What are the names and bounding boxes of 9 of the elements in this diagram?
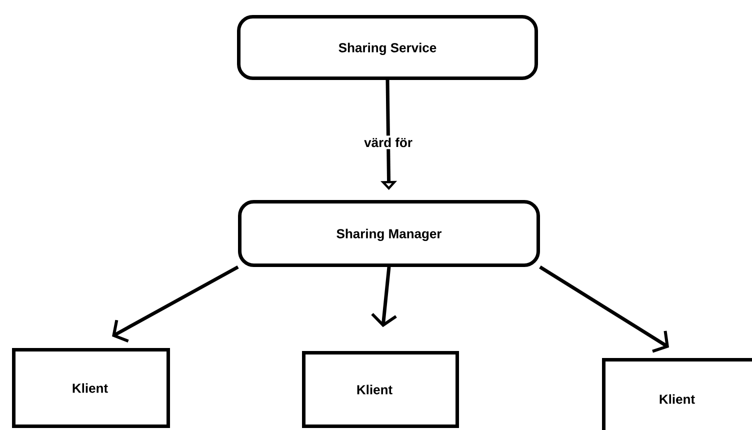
arrow: [371, 266, 397, 328]
client-box: Klient: [12, 348, 170, 428]
client-box: Klient: [602, 358, 752, 430]
arrow: [539, 266, 670, 353]
client-box: Klient: [302, 350, 459, 428]
rounded-box: Sharing Service: [237, 14, 538, 80]
rounded-box: Sharing Manager: [238, 200, 540, 267]
arrow: [112, 265, 239, 343]
edge-label: värd för: [362, 136, 414, 150]
